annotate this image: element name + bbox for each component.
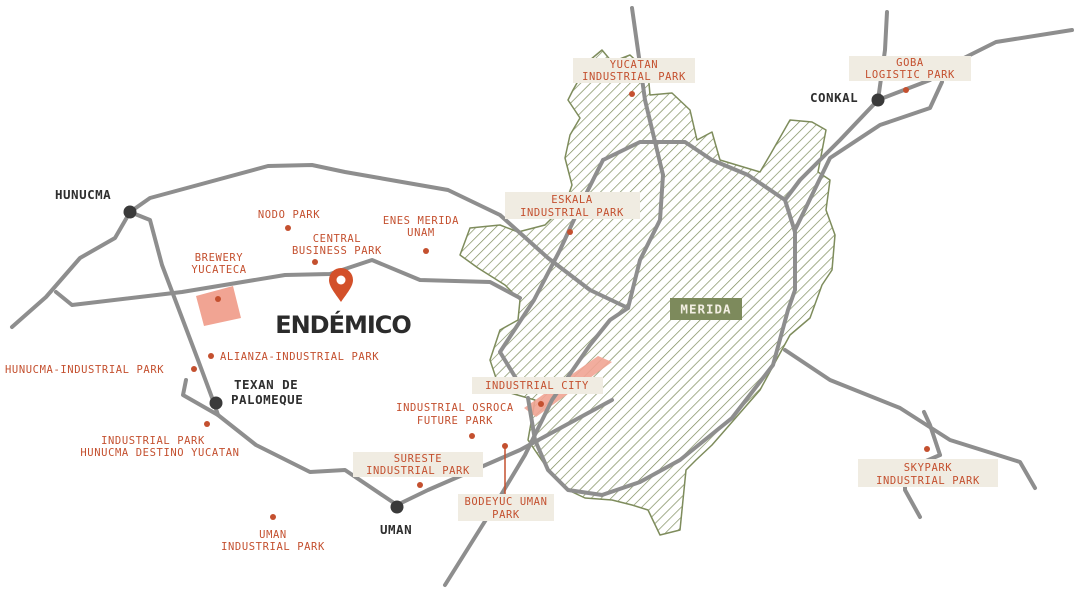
poi-eskala-industrial-park[interactable]: ESKALA INDUSTRIAL PARK	[505, 192, 640, 235]
poi-alianza-industrial-park[interactable]: ALIANZA-INDUSTRIAL PARK	[208, 351, 379, 363]
svg-text:FUTURE PARK: FUTURE PARK	[417, 415, 493, 427]
merida-urban-area	[459, 49, 836, 536]
svg-text:YUCATECA: YUCATECA	[191, 264, 246, 276]
svg-text:BREWERY: BREWERY	[195, 252, 244, 264]
town-name-line1: TEXAN DE	[234, 377, 298, 392]
svg-text:HUNUCMA-INDUSTRIAL PARK: HUNUCMA-INDUSTRIAL PARK	[5, 364, 164, 376]
poi-industrial-park-hunucma-destino-yucatan[interactable]: INDUSTRIAL PARK HUNUCMA DESTINO YUCATAN	[80, 421, 239, 459]
poi-uman-industrial-park[interactable]: UMAN INDUSTRIAL PARK	[221, 514, 325, 553]
poi-sureste-industrial-park[interactable]: SURESTE INDUSTRIAL PARK	[353, 452, 483, 488]
poi-brewery-yucateca[interactable]: BREWERY YUCATECA	[191, 252, 246, 302]
svg-text:INDUSTRIAL OSROCA: INDUSTRIAL OSROCA	[396, 402, 514, 414]
svg-text:BODEYUC UMAN: BODEYUC UMAN	[464, 496, 547, 508]
svg-text:HUNUCMA DESTINO YUCATAN: HUNUCMA DESTINO YUCATAN	[80, 447, 239, 459]
city-name: MERIDA	[680, 302, 731, 317]
poi-industrial-osroca-future-park[interactable]: INDUSTRIAL OSROCA FUTURE PARK	[396, 402, 514, 439]
svg-text:BUSINESS PARK: BUSINESS PARK	[292, 245, 382, 257]
svg-text:NODO PARK: NODO PARK	[258, 209, 320, 221]
poi-hunucma-industrial-park[interactable]: HUNUCMA-INDUSTRIAL PARK	[5, 364, 197, 376]
brewery-parcel[interactable]	[196, 286, 241, 326]
svg-text:INDUSTRIAL PARK: INDUSTRIAL PARK	[582, 71, 686, 83]
svg-text:SURESTE: SURESTE	[394, 453, 442, 465]
town-name: CONKAL	[810, 90, 858, 105]
svg-text:ESKALA: ESKALA	[551, 194, 593, 206]
town-hunucma[interactable]: HUNUCMA	[55, 187, 137, 219]
road-network	[10, 6, 1074, 587]
svg-text:INDUSTRIAL PARK: INDUSTRIAL PARK	[876, 475, 980, 487]
town-name: UMAN	[380, 522, 412, 537]
svg-text:INDUSTRIAL PARK: INDUSTRIAL PARK	[101, 435, 205, 447]
poi-yucatan-industrial-park[interactable]: YUCATAN INDUSTRIAL PARK	[573, 58, 695, 97]
svg-text:YUCATAN: YUCATAN	[610, 59, 658, 71]
svg-text:GOBA: GOBA	[896, 57, 924, 69]
svg-text:PARK: PARK	[492, 509, 520, 521]
city-badge-merida: MERIDA	[670, 298, 742, 320]
location-pin-icon[interactable]	[329, 268, 353, 302]
svg-text:ENES MERIDA: ENES MERIDA	[383, 215, 459, 227]
poi-skypark-industrial-park[interactable]: SKYPARK INDUSTRIAL PARK	[858, 446, 998, 487]
svg-text:SKYPARK: SKYPARK	[904, 462, 953, 474]
svg-text:INDUSTRIAL PARK: INDUSTRIAL PARK	[366, 465, 470, 477]
svg-text:INDUSTRIAL CITY: INDUSTRIAL CITY	[485, 380, 589, 392]
svg-text:INDUSTRIAL PARK: INDUSTRIAL PARK	[520, 207, 624, 219]
svg-text:UNAM: UNAM	[407, 227, 435, 239]
svg-text:CENTRAL: CENTRAL	[313, 233, 361, 245]
town-conkal[interactable]: CONKAL	[810, 90, 885, 107]
town-uman[interactable]: UMAN	[380, 500, 412, 538]
svg-text:LOGISTIC PARK: LOGISTIC PARK	[865, 69, 955, 81]
poi-nodo-park[interactable]: NODO PARK	[258, 209, 320, 231]
poi-bodeyuc-uman-park[interactable]: BODEYUC UMAN PARK	[458, 443, 554, 521]
poi-goba-logistic-park[interactable]: GOBA LOGISTIC PARK	[849, 56, 971, 93]
svg-text:ALIANZA-INDUSTRIAL PARK: ALIANZA-INDUSTRIAL PARK	[220, 351, 379, 363]
town-name: HUNUCMA	[55, 187, 111, 202]
svg-text:UMAN: UMAN	[259, 529, 287, 541]
poi-central-business-park[interactable]: CENTRAL BUSINESS PARK	[292, 233, 382, 265]
brand-logo: ENDÉMICO	[275, 310, 411, 339]
endemico-marker[interactable]: ENDÉMICO	[275, 268, 412, 339]
poi-enes-merida-unam[interactable]: ENES MERIDA UNAM	[383, 215, 459, 254]
poi-industrial-city[interactable]: INDUSTRIAL CITY	[472, 377, 603, 407]
town-texan-de-palomeque[interactable]: TEXAN DE PALOMEQUE	[209, 377, 304, 410]
town-name-line2: PALOMEQUE	[231, 392, 303, 407]
svg-text:INDUSTRIAL PARK: INDUSTRIAL PARK	[221, 541, 325, 553]
